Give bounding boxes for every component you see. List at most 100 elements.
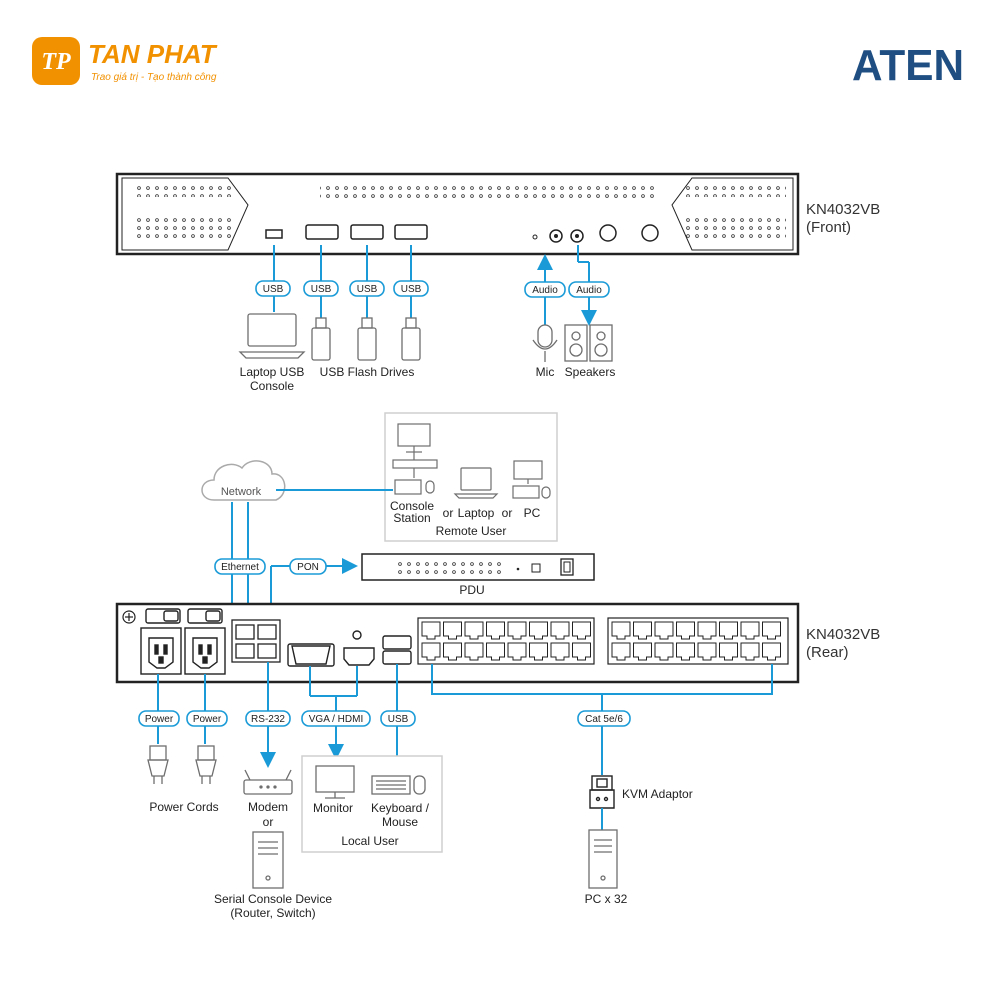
pdu-label: PDU xyxy=(459,583,484,597)
label-modem: Modem xyxy=(248,800,288,814)
kvm-port xyxy=(654,621,674,640)
monitor-icon xyxy=(315,765,355,799)
console-switch-icon xyxy=(392,452,438,478)
pill-audio-mic-text: Audio xyxy=(532,285,558,296)
network-label: Network xyxy=(221,486,262,498)
pill-usb-flash-1 xyxy=(303,280,339,297)
pill-usb-flash-3-text: USB xyxy=(401,284,422,295)
cloud-icon xyxy=(201,460,286,501)
pill-ethernet-text: Ethernet xyxy=(221,562,259,573)
laptop-icon xyxy=(238,313,306,359)
usb-flash-drive-icon xyxy=(311,317,421,361)
front-view-label: (Front) xyxy=(806,219,851,236)
pill-usb-flash-3 xyxy=(393,280,429,297)
pill-rs232-text: RS-232 xyxy=(251,714,285,725)
kvm-port xyxy=(676,621,695,640)
label-or-2: or xyxy=(502,506,513,520)
kvm-adaptor-icon xyxy=(589,775,615,809)
remote-user-group: Console Station or Laptop or PC Remote U… xyxy=(384,412,558,542)
front-mic-jack xyxy=(549,229,563,243)
rear-hdmi-port xyxy=(343,630,375,666)
tanphat-logo: TP TAN PHAT Trao giá trị - Tạo thành côn… xyxy=(32,37,218,85)
kvm-port xyxy=(507,642,527,661)
kvm-port xyxy=(676,642,695,661)
kvm-port xyxy=(529,642,548,661)
kvm-port xyxy=(443,621,462,640)
kvm-port xyxy=(486,642,505,661)
kvm-port xyxy=(550,621,570,640)
label-pc-x32: PC x 32 xyxy=(585,892,628,906)
kvm-port xyxy=(740,621,760,640)
pill-cat xyxy=(577,710,631,727)
label-remote-pc: PC xyxy=(524,506,541,520)
pill-usb-rear xyxy=(380,710,416,727)
modem-icon xyxy=(243,769,293,795)
tanphat-name: TAN PHAT xyxy=(88,39,218,69)
kvm-port xyxy=(550,642,570,661)
label-flash-drives: USB Flash Drives xyxy=(320,365,415,379)
rear-lan-ports xyxy=(231,619,281,663)
tanphat-logo-initials: TP xyxy=(41,49,71,75)
front-button-2 xyxy=(641,224,659,242)
console-keyboard-icon xyxy=(394,479,435,495)
kvm-port xyxy=(633,621,652,640)
rear-kvm-ports-bank-1 xyxy=(417,617,595,665)
pill-power-1-text: Power xyxy=(145,714,174,725)
local-user-box xyxy=(301,755,443,853)
front-led xyxy=(532,234,538,240)
pill-ethernet xyxy=(214,558,266,575)
kvm-port xyxy=(507,621,527,640)
pill-audio-mic xyxy=(524,281,566,298)
speakers-icon xyxy=(564,324,613,362)
front-usb-port-3 xyxy=(394,224,428,240)
pill-cat-text: Cat 5e/6 xyxy=(585,714,623,725)
kvm-port xyxy=(697,621,717,640)
aten-logo: ATEN xyxy=(852,41,964,90)
label-kbm-line2: Mouse xyxy=(382,815,418,829)
label-mic: Mic xyxy=(536,365,555,379)
mic-icon xyxy=(532,324,558,362)
kvm-port xyxy=(464,621,484,640)
power-switch-1 xyxy=(145,608,181,624)
pill-audio-speakers-text: Audio xyxy=(576,285,602,296)
pill-usb-flash-2-text: USB xyxy=(357,284,378,295)
kvm-port xyxy=(611,642,631,661)
rear-kvm-port-grid xyxy=(421,621,781,661)
label-or-1: or xyxy=(443,506,454,520)
pill-usb-laptop xyxy=(255,280,291,297)
pill-audio-speakers xyxy=(568,281,610,298)
label-serial-line1: Serial Console Device xyxy=(214,892,332,906)
local-user-group: Monitor Keyboard / Mouse Local User xyxy=(301,755,443,853)
front-vent-right-bottom xyxy=(686,218,786,242)
front-panel: KN4032VB (Front) xyxy=(115,172,880,256)
label-laptop-line1: Laptop USB xyxy=(240,365,305,379)
kvm-port xyxy=(654,642,674,661)
kvm-port xyxy=(762,642,781,661)
pill-usb-flash-1-text: USB xyxy=(311,284,332,295)
label-modem-or: or xyxy=(263,815,274,829)
pill-pon-text: PON xyxy=(297,562,319,573)
front-usb-port-2 xyxy=(350,224,384,240)
kvm-port xyxy=(486,621,505,640)
rear-pills: Power Power RS-232 VGA / HDMI USB Cat 5e… xyxy=(138,710,631,727)
label-power-cords: Power Cords xyxy=(149,800,218,814)
kvm-port xyxy=(443,642,462,661)
label-kbm-line1: Keyboard / xyxy=(371,801,430,815)
kvm-port xyxy=(719,642,738,661)
label-remote-laptop: Laptop xyxy=(458,506,495,520)
serial-device-tower-icon xyxy=(252,831,284,889)
label-console-line2: Station xyxy=(393,511,430,525)
front-vent-center xyxy=(320,185,654,199)
label-laptop-line2: Console xyxy=(250,379,294,393)
kvm-port xyxy=(719,621,738,640)
kvm-port xyxy=(421,642,441,661)
pill-usb-flash-2 xyxy=(349,280,385,297)
pill-pon xyxy=(289,558,327,575)
kvm-port xyxy=(529,621,548,640)
front-speaker-jack xyxy=(570,229,584,243)
front-right-ear xyxy=(671,177,794,251)
remote-pc-icon xyxy=(512,460,551,499)
kvm-port xyxy=(464,642,484,661)
